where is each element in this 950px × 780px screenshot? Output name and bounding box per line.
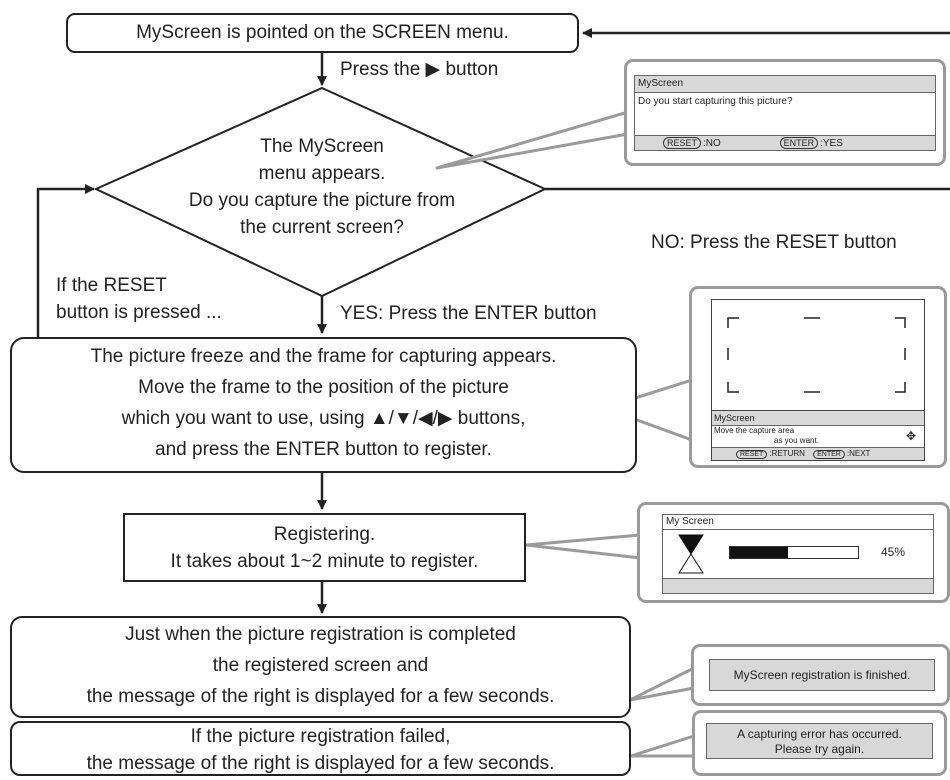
osd-title: MyScreen xyxy=(712,411,924,426)
osd-title: My Screen xyxy=(663,515,933,530)
osd-capture-dialog: MyScreen Do you start capturing this pic… xyxy=(634,75,936,151)
progress-bar-fill xyxy=(730,547,788,558)
osd-footer: RESET:NO ENTER:YES xyxy=(635,135,935,150)
callout-finished: MyScreen registration is finished. xyxy=(691,644,950,706)
progress-bar-track xyxy=(729,546,859,559)
registering-box: Registering. It takes about 1~2 minute t… xyxy=(123,513,526,582)
four-way-arrow-icon: ✥ xyxy=(905,429,916,443)
osd-progress-dialog: My Screen 45% xyxy=(662,514,934,594)
msg-error: A capturing error has occurred. Please t… xyxy=(706,723,933,759)
osd-footer: RESET:RETURN ENTER:NEXT xyxy=(712,447,924,460)
callout-pointer-progress xyxy=(524,533,642,560)
callout-capture-question: MyScreen Do you start capturing this pic… xyxy=(624,59,946,166)
start-box-text: MyScreen is pointed on the SCREEN menu. xyxy=(136,22,509,43)
right-triangle-icon: ▶ xyxy=(425,59,441,80)
reset-note: If the RESET button is pressed ... xyxy=(56,275,222,323)
callout-frame-capture: MyScreen Move the capture area as you wa… xyxy=(689,286,947,468)
start-box: MyScreen is pointed on the SCREEN menu. xyxy=(66,13,579,53)
callout-pointer-error xyxy=(629,734,696,758)
callout-pointer-finished xyxy=(628,666,696,702)
callout-error: A capturing error has occurred. Please t… xyxy=(692,710,947,776)
osd-question: Do you start capturing this picture? xyxy=(638,96,793,107)
registration-failed-box: If the picture registration failed, the … xyxy=(10,721,631,776)
callout-progress: My Screen 45% xyxy=(637,502,950,603)
hourglass-icon xyxy=(678,534,704,574)
progress-percent: 45% xyxy=(881,545,906,559)
arrow-keys-icon: ▲/▼/◀/▶ xyxy=(369,408,453,429)
capture-frame-guides xyxy=(727,317,906,393)
press-right-label: Press the ▶ button xyxy=(340,59,499,80)
enter-key: ENTER xyxy=(779,137,819,149)
osd-frame-screen: MyScreen Move the capture area as you wa… xyxy=(711,299,925,461)
yes-branch-label: YES: Press the ENTER button xyxy=(340,303,597,324)
msg-finished: MyScreen registration is finished. xyxy=(709,659,935,691)
frame-capture-box: The picture freeze and the frame for cap… xyxy=(10,337,637,473)
reset-key: RESET xyxy=(736,450,768,459)
registration-complete-box: Just when the picture registration is co… xyxy=(10,616,631,718)
no-branch-label: NO: Press the RESET button xyxy=(651,232,897,253)
decision-text: The MyScreen menu appears. Do you captur… xyxy=(188,136,456,238)
enter-key: ENTER xyxy=(813,450,845,459)
reset-key: RESET xyxy=(663,137,702,149)
osd-frame-info: MyScreen Move the capture area as you wa… xyxy=(712,410,924,460)
reset-loop-line xyxy=(36,184,95,338)
osd-title: MyScreen xyxy=(635,76,935,93)
osd-footer xyxy=(663,578,933,593)
